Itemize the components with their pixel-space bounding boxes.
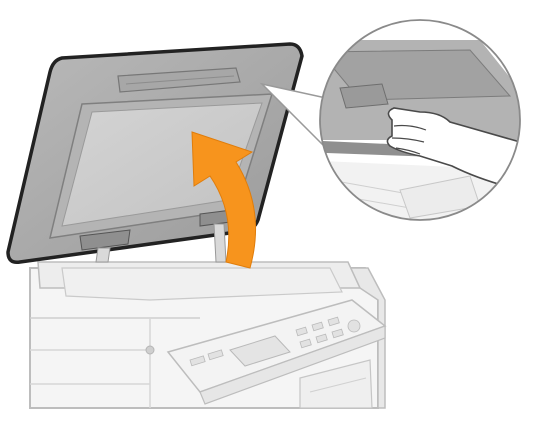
adf-lid	[8, 44, 302, 262]
